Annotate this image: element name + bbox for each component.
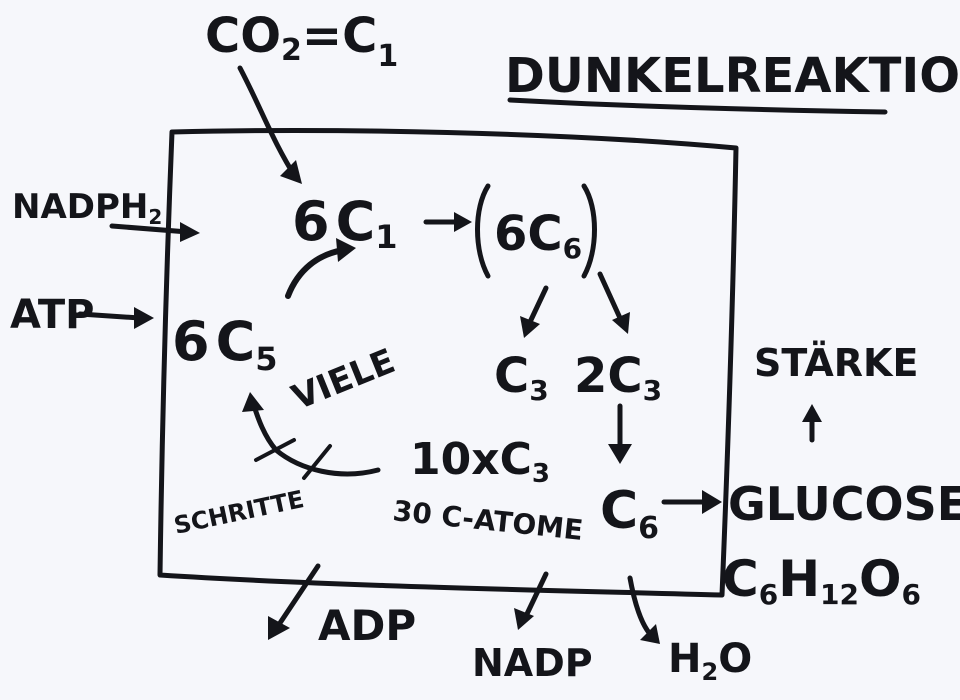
nadp-arrow bbox=[523, 571, 549, 619]
title-underline bbox=[507, 97, 888, 115]
ten-c3-label: 10xC3 bbox=[410, 434, 550, 489]
nadp-label: NADP bbox=[472, 641, 593, 685]
co2-label: CO2=C1 bbox=[205, 8, 398, 74]
nadph-arrow-head bbox=[180, 222, 200, 242]
h2o-arrow bbox=[627, 575, 653, 637]
c6-to-2c3-arrow-head bbox=[612, 312, 630, 334]
paren-right bbox=[581, 183, 597, 279]
glucose-label: GLUCOSE ! bbox=[728, 477, 960, 531]
h2o-arrow-head bbox=[640, 624, 660, 644]
glucose-to-starch-arrow-head bbox=[802, 404, 822, 422]
c6-to-2c3-arrow bbox=[597, 271, 623, 321]
c6-to-c3-arrow-head bbox=[520, 316, 540, 338]
adp-label: ADP bbox=[318, 601, 416, 650]
c6-to-c3-arrow bbox=[527, 285, 549, 325]
h2o-label: H2O bbox=[668, 636, 752, 686]
six-c6-label: 6C6 bbox=[494, 206, 582, 265]
2c3-to-c6-arrow-head bbox=[608, 444, 632, 464]
regeneration-arrow bbox=[251, 403, 381, 477]
starch-label: STÄRKE bbox=[754, 341, 918, 385]
regeneration-arrow-head bbox=[242, 392, 264, 412]
two-c3-label: 2C3 bbox=[574, 348, 662, 407]
glucose-formula: C6H12O6 bbox=[722, 550, 921, 611]
c3-label: C3 bbox=[494, 348, 549, 407]
nadp-arrow-head bbox=[514, 608, 534, 630]
process-box bbox=[157, 128, 739, 598]
adp-arrow-head bbox=[268, 616, 290, 640]
atp-arrow bbox=[77, 311, 143, 321]
c5-to-c1-arrow bbox=[285, 247, 347, 299]
paren-left bbox=[475, 183, 491, 279]
c6-to-glucose-arrow-head bbox=[702, 490, 722, 514]
co2-arrow-head bbox=[280, 160, 302, 184]
nadph-arrow bbox=[109, 223, 191, 235]
adp-arrow bbox=[275, 563, 321, 629]
c1-to-c6-arrow-head bbox=[454, 212, 472, 232]
c5-to-c1-arrow-head bbox=[336, 238, 356, 262]
step-mark-2 bbox=[302, 444, 332, 480]
nadph-label: NADPH2 bbox=[12, 187, 162, 229]
c6-output-label: C6 bbox=[600, 481, 659, 546]
step-mark-1 bbox=[254, 438, 296, 462]
title: DUNKELREAKTION bbox=[505, 48, 960, 104]
co2-arrow bbox=[237, 65, 299, 181]
atp-arrow-head bbox=[134, 307, 154, 329]
